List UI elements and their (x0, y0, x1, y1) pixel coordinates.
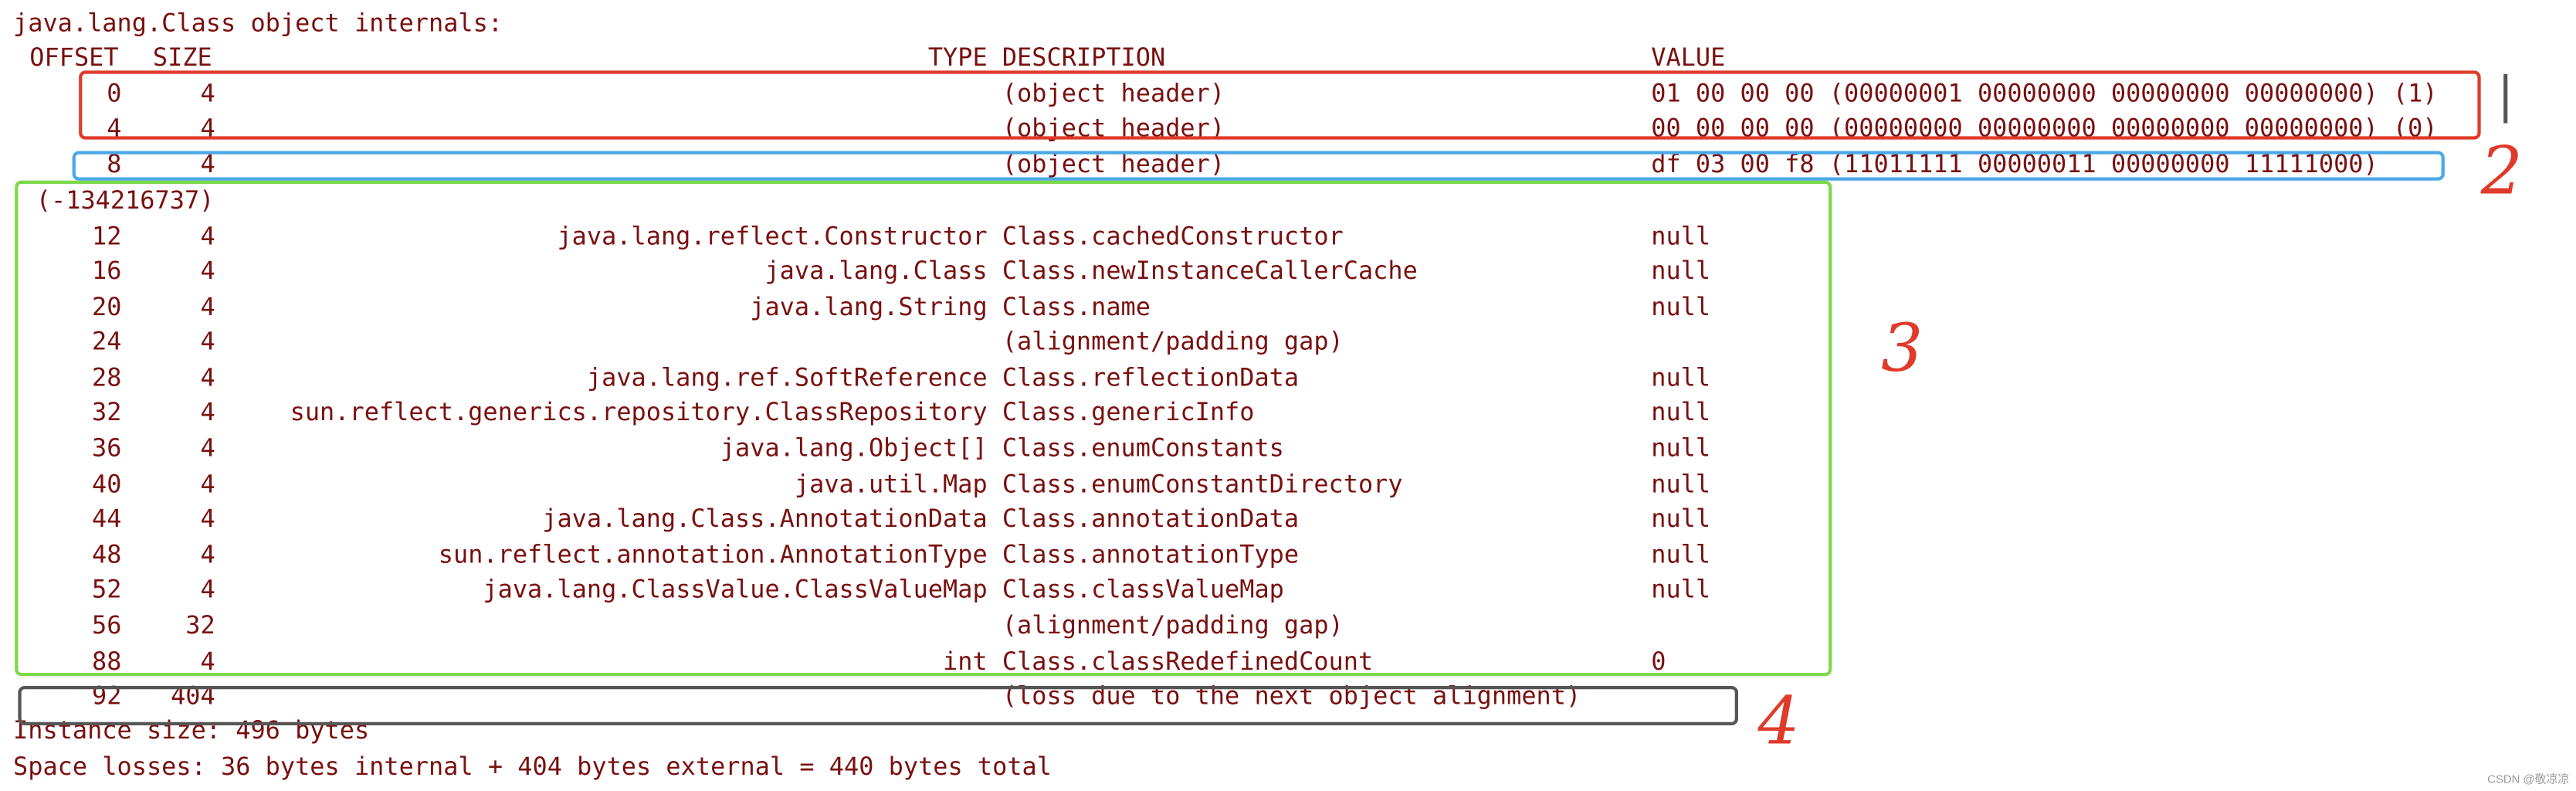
highlight-box-4 (18, 686, 1739, 726)
row-type: sun.reflect.annotation.AnnotationType (438, 539, 988, 570)
header-value: VALUE (1651, 42, 1726, 73)
row-size: 4 (200, 539, 215, 570)
row-description: Class.enumConstantDirectory (1002, 469, 1403, 499)
header-description: DESCRIPTION (1002, 42, 1166, 73)
row-description: (alignment/padding gap) (1002, 610, 1344, 640)
header-type: TYPE (927, 42, 988, 73)
row-type: java.lang.Class.AnnotationData (542, 504, 988, 534)
row-size: 4 (200, 574, 215, 604)
row-value: null (1651, 433, 1711, 463)
row-value: null (1651, 256, 1711, 286)
row-size: 4 (200, 362, 215, 392)
row-description: Class.classValueMap (1002, 574, 1284, 604)
row-offset: 12 (92, 221, 122, 252)
header-size: SIZE (152, 42, 212, 73)
row-value: null (1651, 504, 1711, 534)
row-offset: 0 (107, 78, 122, 109)
row-size: 4 (200, 149, 215, 179)
row-type: java.lang.Class (764, 256, 988, 286)
row-value: 00 00 00 00 (00000000 00000000 00000000 … (1651, 113, 2438, 143)
row-type: java.lang.ClassValue.ClassValueMap (483, 574, 988, 604)
row-offset: 32 (92, 397, 122, 427)
row-size: 4 (200, 647, 215, 677)
row-size: 4 (200, 326, 215, 357)
row-description: Class.cachedConstructor (1002, 221, 1344, 252)
row-size: 4 (200, 397, 215, 427)
row-description: (object header) (1002, 149, 1225, 179)
row-type: java.lang.String (750, 292, 988, 322)
watermark: CSDN @敬凉凉 (2487, 774, 2570, 786)
row-type: java.util.Map (794, 469, 988, 499)
row-size: 4 (200, 504, 215, 534)
space-losses: Space losses: 36 bytes internal + 404 by… (13, 752, 1052, 782)
row-value: df 03 00 f8 (11011111 00000011 00000000 … (1651, 149, 2378, 179)
row-description: (object header) (1002, 78, 1225, 109)
row-type: java.lang.Object[] (720, 433, 988, 463)
row-description: Class.newInstanceCallerCache (1002, 256, 1418, 286)
row-type: sun.reflect.generics.repository.ClassRep… (290, 397, 988, 427)
mark-3: 3 (1881, 311, 1924, 388)
row-description: Class.enumConstants (1002, 433, 1284, 463)
row-value: null (1651, 574, 1711, 604)
row-offset: 88 (92, 647, 122, 677)
row-size: 4 (200, 433, 215, 463)
row-size: 4 (200, 78, 215, 109)
row-description: Class.reflectionData (1002, 362, 1300, 392)
row-description: Class.annotationType (1002, 539, 1300, 570)
row-offset: 52 (92, 574, 122, 604)
row-description: Class.genericInfo (1002, 397, 1255, 427)
row-value: null (1651, 362, 1711, 392)
row-value: 0 (1651, 647, 1666, 677)
row-size: 32 (185, 610, 215, 640)
row-size: 4 (200, 292, 215, 322)
wrapped-value: (-134216737) (36, 185, 215, 216)
highlight-box-3 (15, 180, 1832, 677)
row-description: Class.annotationData (1002, 504, 1300, 534)
row-description: Class.name (1002, 292, 1151, 322)
row-size: 4 (200, 256, 215, 286)
mark-1: | (2496, 67, 2514, 125)
row-value: null (1651, 397, 1711, 427)
row-type: java.lang.reflect.Constructor (557, 221, 988, 252)
row-description: (alignment/padding gap) (1002, 326, 1344, 357)
mark-4: 4 (1757, 684, 1800, 760)
row-offset: 8 (107, 149, 122, 179)
row-value: null (1651, 221, 1711, 252)
row-value: null (1651, 539, 1711, 570)
row-offset: 36 (92, 433, 122, 463)
row-type: int (943, 647, 988, 677)
row-offset: 40 (92, 469, 122, 499)
row-value: 01 00 00 00 (00000001 00000000 00000000 … (1651, 78, 2438, 109)
row-description: Class.classRedefinedCount (1002, 647, 1374, 677)
row-offset: 28 (92, 362, 122, 392)
header-offset: OFFSET (29, 42, 119, 73)
row-size: 4 (200, 469, 215, 499)
highlight-box-1 (79, 70, 2481, 140)
row-size: 4 (200, 113, 215, 143)
row-offset: 44 (92, 504, 122, 534)
row-offset: 48 (92, 539, 122, 570)
row-offset: 56 (92, 610, 122, 640)
row-offset: 24 (92, 326, 122, 357)
row-offset: 16 (92, 256, 122, 286)
mark-2: 2 (2480, 134, 2523, 210)
highlight-box-2 (72, 151, 2445, 181)
row-value: null (1651, 469, 1711, 499)
row-offset: 20 (92, 292, 122, 322)
row-type: java.lang.ref.SoftReference (586, 362, 988, 392)
output-title: java.lang.Class object internals: (13, 8, 503, 38)
row-size: 4 (200, 221, 215, 252)
row-value: null (1651, 292, 1711, 322)
row-description: (object header) (1002, 113, 1225, 143)
row-offset: 4 (107, 113, 122, 143)
